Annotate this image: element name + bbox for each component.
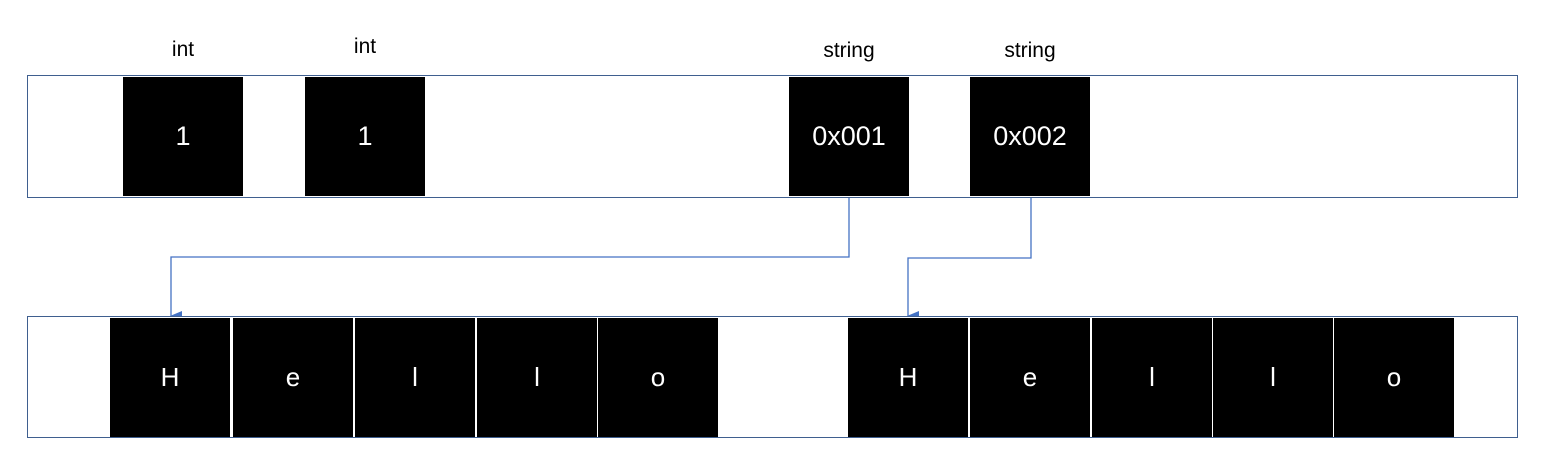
- heap-char-cell: l: [1092, 318, 1212, 437]
- pointer-arrow-2: [907, 198, 1032, 321]
- heap-char-cell: e: [233, 318, 353, 437]
- heap-char-cell: o: [598, 318, 718, 437]
- heap-char-cell: o: [1334, 318, 1454, 437]
- heap-char-cell: e: [970, 318, 1090, 437]
- heap-char-cell: l: [1213, 318, 1333, 437]
- cell-type-label-int-2: int: [353, 35, 377, 58]
- cell-type-label-string-1: string: [823, 39, 875, 62]
- stack-cell-pointer-1: 0x001: [789, 77, 909, 196]
- heap-char-cell: l: [477, 318, 597, 437]
- stack-cell-int-1: 1: [123, 77, 243, 196]
- cell-type-label-string-2: string: [1004, 39, 1056, 62]
- stack-cell-int-2: 1: [305, 77, 425, 196]
- heap-char-cell: H: [848, 318, 968, 437]
- cell-type-label-int-1: int: [171, 38, 195, 61]
- heap-char-cell: H: [110, 318, 230, 437]
- pointer-arrow-1: [170, 198, 850, 321]
- heap-char-cell: l: [355, 318, 475, 437]
- stack-memory-strip: [27, 75, 1518, 198]
- stack-cell-pointer-2: 0x002: [970, 77, 1090, 196]
